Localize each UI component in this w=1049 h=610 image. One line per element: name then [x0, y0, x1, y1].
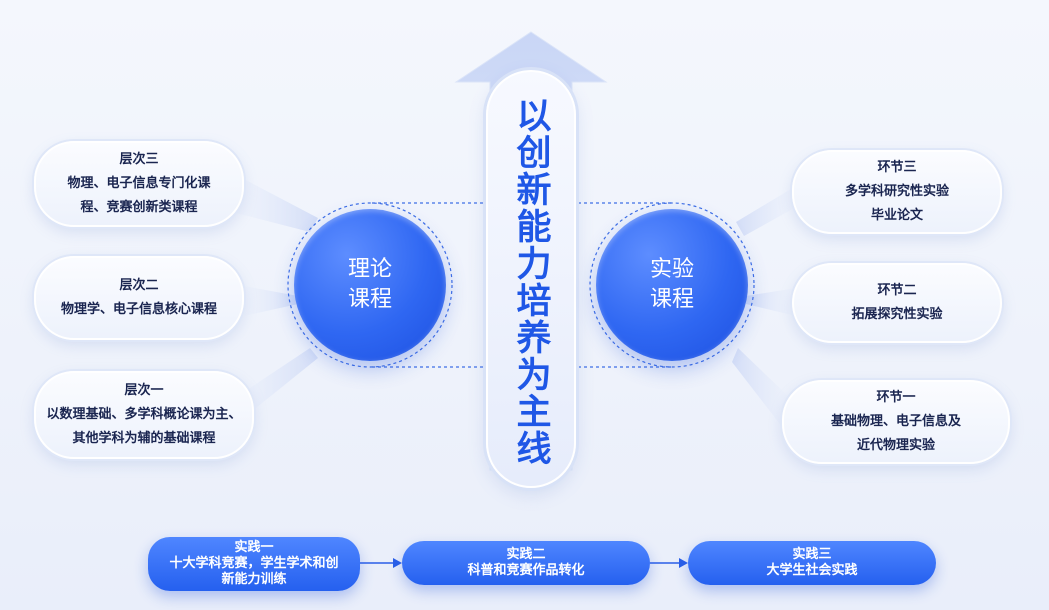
experiment-stage-3: 环节三 多学科研究性实验 毕业论文: [792, 150, 1002, 234]
theory-level-2-line-1: 物理学、电子信息核心课程: [60, 302, 217, 317]
experiment-stage-1-line-1: 基础物理、电子信息及: [830, 414, 961, 429]
theory-level-1: 层次一 以数理基础、多学科概论课为主、 其他学科为辅的基础课程: [34, 371, 254, 459]
fan-theory-level2: [244, 286, 298, 316]
arrowhead-1-icon: [393, 558, 402, 568]
practice-3-line-1: 大学生社会实践: [766, 563, 858, 578]
practice-2: 实践二 科普和竞赛作品转化: [402, 541, 650, 585]
experiment-stage-1: 环节一 基础物理、电子信息及 近代物理实验: [782, 380, 1010, 464]
experiment-stage-2: 环节二 拓展探究性实验: [792, 263, 1002, 343]
practice-2-line-1: 科普和竞赛作品转化: [467, 563, 585, 578]
theory-level-3-line-2: 程、竞赛创新类课程: [80, 200, 198, 215]
practice-3: 实践三 大学生社会实践: [688, 541, 936, 585]
experiment-stage-1-title: 环节一: [876, 390, 916, 405]
theory-ring: [287, 202, 453, 368]
experiment-stage-3-line-2: 毕业论文: [870, 208, 923, 223]
practice-1-title: 实践一: [234, 540, 274, 555]
theory-level-2-title: 层次二: [119, 278, 159, 293]
practice-1-line-2: 新能力训练: [221, 572, 287, 587]
theory-level-3-title: 层次三: [119, 152, 159, 167]
arrowhead-2-icon: [679, 558, 688, 568]
fan-exp-stage1: [732, 348, 790, 432]
spine-title: 以创新能力培养为主线: [510, 97, 551, 467]
practice-1-line-1: 十大学科竞赛，学生学术和创: [169, 556, 339, 571]
theory-course-label: 理论 课程: [347, 257, 392, 312]
practice-1: 实践一 十大学科竞赛，学生学术和创 新能力训练: [148, 537, 360, 591]
theory-level-2: 层次二 物理学、电子信息核心课程: [34, 256, 244, 340]
experiment-course-circle: 实验 课程: [596, 209, 748, 361]
theory-level-1-line-1: 以数理基础、多学科概论课为主、: [46, 407, 242, 422]
fan-exp-stage3: [736, 186, 798, 236]
practice-3-title: 实践三: [792, 547, 832, 562]
experiment-course-label: 实验 课程: [649, 257, 694, 312]
theory-level-1-line-2: 其他学科为辅的基础课程: [72, 431, 216, 446]
central-spine: [486, 70, 576, 488]
experiment-stage-2-line-1: 拓展探究性实验: [851, 307, 943, 322]
fan-theory-level1: [236, 348, 318, 424]
theory-level-3-line-1: 物理、电子信息专门化课: [67, 176, 211, 191]
theory-level-1-title: 层次一: [124, 383, 164, 398]
experiment-stage-2-title: 环节二: [877, 283, 917, 298]
practice-2-title: 实践二: [506, 547, 546, 562]
fan-exp-stage2: [746, 288, 796, 316]
theory-level-3: 层次三 物理、电子信息专门化课 程、竞赛创新类课程: [34, 141, 244, 227]
experiment-ring: [589, 202, 755, 368]
theory-course-circle: 理论 课程: [294, 209, 446, 361]
experiment-stage-3-title: 环节三: [877, 160, 917, 175]
experiment-stage-1-line-2: 近代物理实验: [856, 438, 935, 453]
fan-theory-level3: [232, 178, 318, 232]
experiment-stage-3-line-1: 多学科研究性实验: [844, 184, 949, 199]
